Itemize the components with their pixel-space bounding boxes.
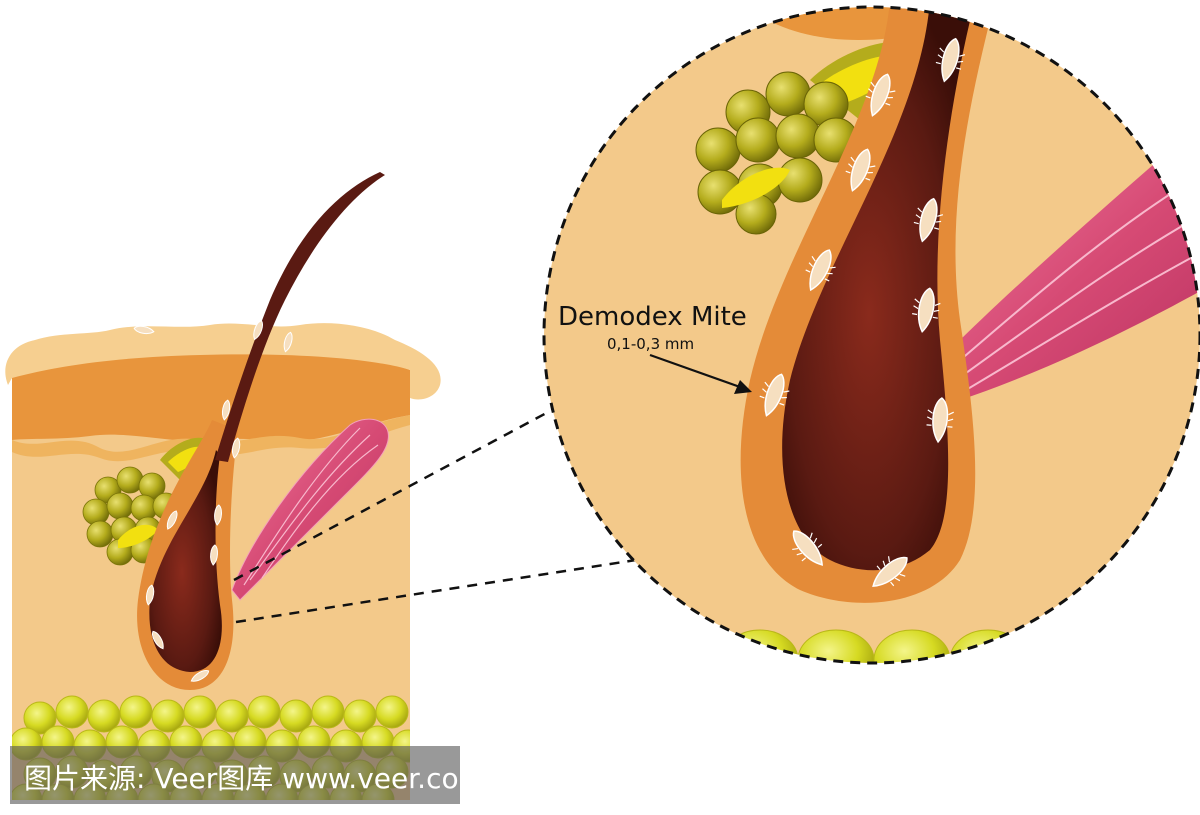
callout-arrowhead: [734, 380, 752, 394]
skin-block: [5, 172, 441, 800]
watermark-text: 图片来源: Veer图库 www.veer.com: [24, 762, 486, 795]
arrector-muscle: [231, 418, 389, 601]
callout-title: Demodex Mite: [558, 302, 747, 332]
callout-arrow: [649, 353, 741, 389]
magnify-circle-border: [542, 5, 1200, 665]
sebaceous-gland: [82, 437, 214, 566]
arrector-muscle-large: [950, 150, 1200, 400]
magnify-lines: [233, 408, 637, 624]
watermark-bar: [10, 746, 460, 804]
callout: Demodex Mite 0,1-0,3 mm: [558, 302, 752, 394]
hair-follicle: [133, 172, 385, 690]
callout-size: 0,1-0,3 mm: [607, 335, 694, 353]
